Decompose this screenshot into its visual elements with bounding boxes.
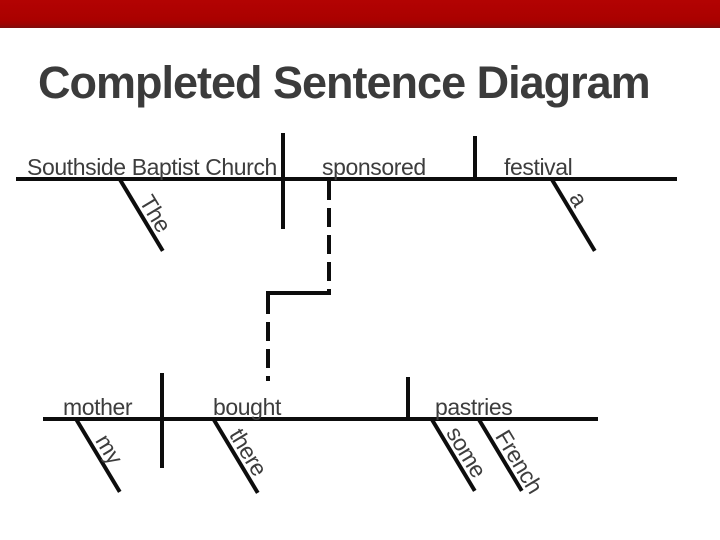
clause1-object-divider <box>473 136 477 180</box>
clause1-object: festival <box>504 154 573 180</box>
clause1-subject-verb-divider <box>281 133 285 229</box>
clause1-subject: Southside Baptist Church <box>27 154 277 180</box>
clause2-object-modifier2-label: French <box>490 425 549 498</box>
clause1-object-modifier-line: a <box>549 176 597 252</box>
slide-title: Completed Sentence Diagram <box>38 57 651 108</box>
clause1-base-line <box>16 177 677 181</box>
clause2-subject-modifier-label: my <box>90 429 129 469</box>
clause2-base-line <box>43 417 598 421</box>
clause1-subject-modifier-line: The <box>117 176 177 252</box>
clause2-subject-modifier-line: my <box>74 417 128 493</box>
clause1-object-modifier-label: a <box>564 186 594 211</box>
clause2-verb-modifier-line: there <box>212 418 273 494</box>
top-accent-bar <box>0 0 720 28</box>
connector-step-line <box>266 291 331 295</box>
clause2-subject-verb-divider <box>160 373 164 468</box>
clause1-verb: sponsored <box>322 154 426 180</box>
clause2-object-divider <box>406 377 410 421</box>
connector-dashed-line-upper <box>327 181 331 293</box>
clause2-object: pastries <box>435 394 513 420</box>
clause2-verb-modifier-label: there <box>224 423 273 481</box>
clause2-subject: mother <box>63 394 133 420</box>
clause2-object-modifier1-line: some <box>429 416 492 492</box>
connector-dashed-line-lower <box>266 295 270 381</box>
clause1-subject-modifier-label: The <box>134 190 177 237</box>
clause2-verb: bought <box>213 394 281 420</box>
